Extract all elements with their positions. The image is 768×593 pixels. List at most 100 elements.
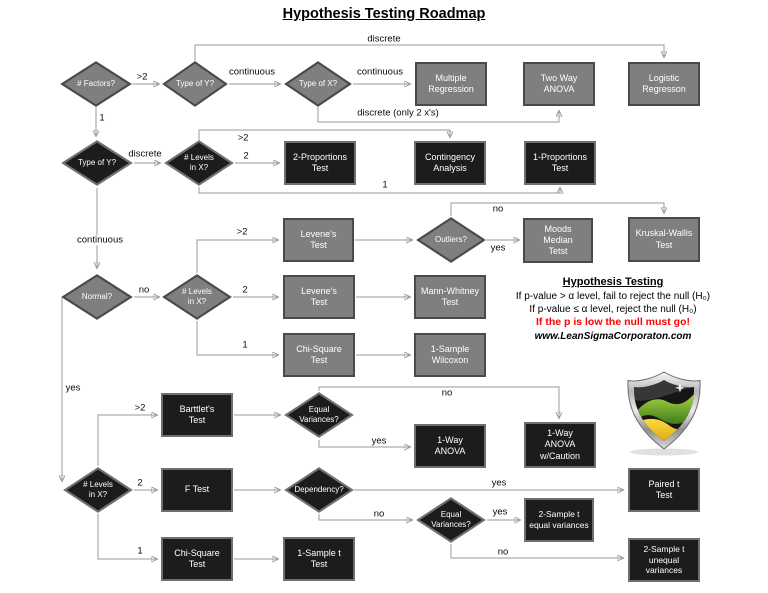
edge-label-yes-equalvar1: yes	[369, 435, 389, 447]
edge-label-continuous-2: continuous	[355, 66, 405, 78]
connector-line	[450, 202, 664, 216]
node-1-sample-t-test: 1-Sample t Test	[283, 537, 355, 581]
decision-type-of-y-mid: Type of Y?	[61, 140, 133, 186]
edge-label-no-dependency: no	[371, 508, 387, 520]
decision-dependency: Dependency?	[284, 467, 354, 513]
node-kruskal-wallis-test: Kruskal-Wallis Test	[628, 217, 700, 262]
node-label: Chi-Square Test	[296, 343, 342, 365]
node-label: Multiple Regression	[428, 72, 474, 94]
diamond-shape	[60, 61, 132, 107]
decision-levels-in-x-3: # Levels in X?	[63, 467, 133, 513]
node-label: 1-Way ANOVA w/Caution	[539, 428, 581, 461]
edge-label-yes-dependency: yes	[489, 477, 509, 489]
node-1-way-anova: 1-Way ANOVA	[414, 424, 486, 468]
diamond-shape	[284, 392, 354, 438]
node-2-proportions-test: 2-Proportions Test	[284, 141, 356, 185]
node-moods-median-test: Moods Median Tetst	[523, 218, 593, 263]
node-1-proportions-test: 1-Proportions Test	[524, 141, 596, 185]
node-label: Logistic Regresson	[642, 72, 686, 94]
decision-outliers: Outliers?	[416, 217, 486, 263]
edge-label-two-ftest: 2	[135, 477, 145, 489]
connector-line	[196, 321, 278, 355]
diamond-shape	[162, 61, 228, 107]
connector-line	[196, 240, 278, 273]
edge-label-discrete-mid: discrete	[126, 148, 164, 160]
logo-shadow	[630, 448, 698, 456]
diamond-shape	[162, 274, 232, 320]
node-levene-test-1: Levene's Test	[283, 218, 354, 262]
node-label: 1-Way ANOVA	[434, 434, 466, 456]
node-multiple-regression: Multiple Regression	[415, 62, 487, 106]
node-2-sample-t-equal: 2-Sample t equal variances	[524, 498, 594, 542]
node-label: Kruskal-Wallis Test	[635, 228, 693, 250]
node-chi-square-test-2: Chi-Square Test	[161, 537, 233, 581]
decision-label: # Levels in X?	[184, 153, 214, 172]
edge-label-yes-equalvar2: yes	[490, 506, 510, 518]
connector-line	[198, 187, 560, 194]
node-label: Barttlet's Test	[179, 403, 215, 425]
node-label: 1-Proportions Test	[532, 151, 588, 173]
connector-line	[97, 514, 157, 559]
node-label: Mann-Whitney Test	[420, 285, 480, 307]
connector-line	[194, 44, 664, 61]
edge-label-discrete-only-2xs: discrete (only 2 x's)	[355, 107, 441, 119]
note-heading: Hypothesis Testing	[562, 276, 664, 288]
edge-label-no-equalvar2: no	[495, 546, 511, 558]
edge-label-one-top: 1	[97, 112, 107, 124]
node-2-sample-t-unequal: 2-Sample t unequal variances	[628, 538, 700, 582]
logo-green-swoosh	[634, 394, 694, 424]
hypothesis-testing-note: Hypothesis Testing If p-value > α level,…	[497, 276, 729, 343]
node-label: Levene's Test	[300, 228, 337, 250]
decision-label: Equal Variances?	[431, 510, 471, 529]
node-label: 1-Sample t Test	[297, 547, 341, 569]
node-mann-whitney-test: Mann-Whitney Test	[414, 275, 486, 319]
node-two-way-anova: Two Way ANOVA	[523, 62, 595, 106]
edge-label-one-chisq2: 1	[135, 545, 145, 557]
node-label: 2-Sample t equal variances	[529, 509, 589, 530]
edge-label-continuous-3: continuous	[75, 234, 125, 246]
node-logistic-regression: Logistic Regresson	[628, 62, 700, 106]
diamond-shape	[61, 274, 133, 320]
edge-label-gt2-levene: >2	[234, 226, 250, 238]
node-label: Levene's Test	[301, 285, 337, 307]
note-slogan: If the p is low the null must go!	[536, 316, 690, 328]
connector-line	[318, 514, 412, 520]
node-label: Two Way ANOVA	[540, 72, 578, 94]
decision-num-factors: # Factors?	[60, 61, 132, 107]
diamond-shape	[284, 467, 354, 513]
diamond-shape	[416, 217, 486, 263]
decision-normal: Normal?	[61, 274, 133, 320]
diamond-shape	[284, 61, 352, 107]
diamond-shape	[416, 497, 486, 543]
edge-label-one-chisq: 1	[240, 339, 250, 351]
connector-line	[317, 107, 559, 123]
note-rule-greater: If p-value > α level, fail to reject the…	[515, 291, 711, 302]
edge-label-discrete-top: discrete	[365, 33, 403, 45]
node-label: 2-Proportions Test	[292, 151, 348, 173]
note-rule-less-equal: If p-value ≤ α level, reject the null (H…	[529, 304, 697, 315]
node-levene-test-2: Levene's Test	[283, 275, 355, 319]
node-label: Paired t Test	[648, 478, 680, 500]
connector-line	[318, 386, 559, 418]
node-bartlett-test: Barttlet's Test	[161, 393, 233, 437]
node-label: 2-Sample t unequal variances	[643, 544, 685, 576]
leansigma-shield-logo	[627, 371, 701, 456]
edge-label-no-normal: no	[136, 284, 152, 296]
edge-label-two-levene: 2	[240, 284, 250, 296]
note-website: www.LeanSigmaCorporaton.com	[534, 330, 692, 342]
edge-label-yes-normal: yes	[63, 382, 83, 394]
decision-label: Type of X?	[298, 79, 338, 89]
decision-label: Outliers?	[434, 235, 467, 245]
node-label: Contingency Analysis	[424, 151, 476, 173]
decision-type-of-y-top: Type of Y?	[162, 61, 228, 107]
node-label: Chi-Square Test	[174, 547, 220, 569]
decision-label: # Factors?	[77, 79, 115, 89]
decision-levels-in-x-2: # Levels in X?	[162, 274, 232, 320]
edge-label-gt2-top: >2	[134, 71, 150, 83]
node-paired-t-test: Paired t Test	[628, 468, 700, 512]
node-label: Moods Median Tetst	[543, 223, 573, 257]
edge-label-two-mid: 2	[241, 150, 251, 162]
decision-label: # Levels in X?	[83, 480, 113, 499]
decision-levels-in-x-1: # Levels in X?	[164, 140, 234, 186]
edge-label-gt2-bartlett: >2	[132, 402, 148, 414]
